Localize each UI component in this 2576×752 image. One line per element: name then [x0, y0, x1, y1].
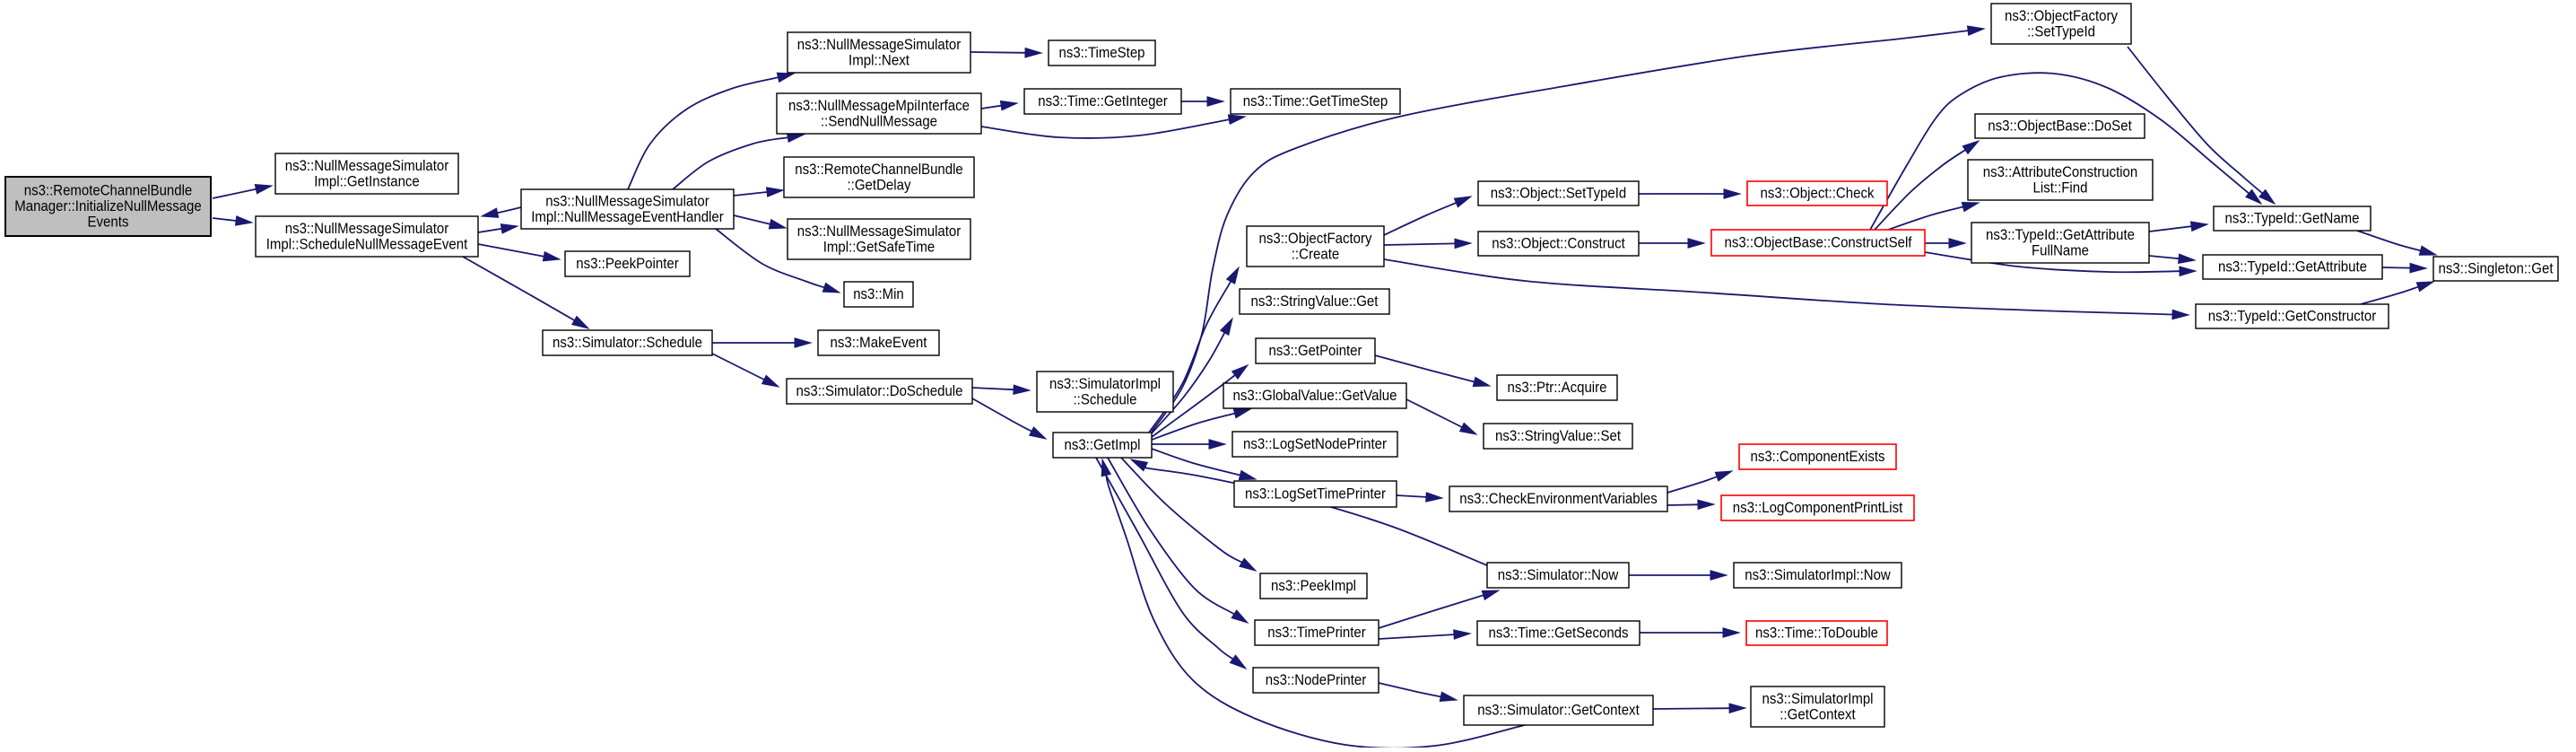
svg-text:Impl::Next: Impl::Next: [849, 52, 909, 68]
svg-text:ns3::RemoteChannelBundle: ns3::RemoteChannelBundle: [24, 183, 193, 199]
svg-text:ns3::TimeStep: ns3::TimeStep: [1059, 45, 1145, 61]
svg-text:ns3::NullMessageSimulator: ns3::NullMessageSimulator: [285, 158, 449, 174]
svg-text:ns3::Object::SetTypeId: ns3::Object::SetTypeId: [1491, 186, 1627, 202]
svg-text:Manager::InitializeNullMessage: Manager::InitializeNullMessage: [14, 198, 202, 214]
svg-text:ns3::Object::Check: ns3::Object::Check: [1761, 186, 1875, 202]
svg-text:ns3::AttributeConstruction: ns3::AttributeConstruction: [1983, 164, 2138, 180]
svg-text:ns3::StringValue::Get: ns3::StringValue::Get: [1251, 293, 1379, 310]
svg-text:List::Find: List::Find: [2033, 179, 2088, 196]
svg-text:ns3::ObjectBase::ConstructSelf: ns3::ObjectBase::ConstructSelf: [1725, 235, 1912, 251]
svg-text:ns3::LogComponentPrintList: ns3::LogComponentPrintList: [1733, 500, 1903, 516]
svg-text:ns3::Time::GetTimeStep: ns3::Time::GetTimeStep: [1243, 93, 1388, 109]
svg-text:ns3::GetPointer: ns3::GetPointer: [1269, 343, 1363, 359]
svg-text:ns3::CheckEnvironmentVariables: ns3::CheckEnvironmentVariables: [1459, 491, 1658, 507]
svg-text:ns3::NodePrinter: ns3::NodePrinter: [1266, 672, 1367, 688]
svg-text:::Schedule: ::Schedule: [1074, 391, 1137, 407]
svg-text:ns3::NullMessageSimulator: ns3::NullMessageSimulator: [545, 193, 709, 209]
svg-text:ns3::LogSetTimePrinter: ns3::LogSetTimePrinter: [1245, 486, 1387, 503]
svg-text:::GetDelay: ::GetDelay: [848, 177, 912, 193]
svg-text:ns3::Simulator::Now: ns3::Simulator::Now: [1498, 567, 1619, 583]
svg-text:::SetTypeId: ::SetTypeId: [2027, 23, 2095, 39]
svg-text:ns3::NullMessageSimulator: ns3::NullMessageSimulator: [797, 223, 962, 240]
svg-text:Impl::GetInstance: Impl::GetInstance: [314, 173, 420, 189]
svg-text:ns3::Simulator::GetContext: ns3::Simulator::GetContext: [1477, 703, 1640, 719]
svg-text:ns3::Ptr::Acquire: ns3::Ptr::Acquire: [1508, 380, 1607, 396]
svg-text:ns3::SimulatorImpl: ns3::SimulatorImpl: [1049, 376, 1161, 392]
svg-text:ns3::TypeId::GetName: ns3::TypeId::GetName: [2225, 211, 2360, 227]
svg-text:Impl::ScheduleNullMessageEvent: Impl::ScheduleNullMessageEvent: [266, 236, 468, 252]
svg-text:ns3::RemoteChannelBundle: ns3::RemoteChannelBundle: [795, 162, 963, 178]
svg-text:ns3::NullMessageSimulator: ns3::NullMessageSimulator: [285, 221, 449, 237]
svg-text:ns3::ObjectBase::DoSet: ns3::ObjectBase::DoSet: [1988, 118, 2132, 135]
svg-text:Impl::GetSafeTime: Impl::GetSafeTime: [823, 239, 936, 255]
svg-text:Events: Events: [88, 214, 129, 231]
svg-text:ns3::MakeEvent: ns3::MakeEvent: [831, 335, 927, 351]
svg-text:ns3::GetImpl: ns3::GetImpl: [1065, 437, 1141, 453]
svg-text:ns3::TimePrinter: ns3::TimePrinter: [1267, 625, 1366, 641]
svg-text:ns3::Simulator::Schedule: ns3::Simulator::Schedule: [553, 335, 702, 351]
svg-text:ns3::TypeId::GetAttribute: ns3::TypeId::GetAttribute: [2218, 259, 2367, 275]
svg-text:ns3::TypeId::GetConstructor: ns3::TypeId::GetConstructor: [2208, 309, 2377, 325]
svg-text:ns3::NullMessageSimulator: ns3::NullMessageSimulator: [797, 37, 962, 53]
svg-text:FullName: FullName: [2032, 242, 2089, 258]
svg-text:ns3::Min: ns3::Min: [853, 286, 904, 302]
svg-text:ns3::StringValue::Set: ns3::StringValue::Set: [1495, 428, 1621, 444]
svg-text:ns3::Time::ToDouble: ns3::Time::ToDouble: [1755, 625, 1878, 642]
svg-text:ns3::ObjectFactory: ns3::ObjectFactory: [1259, 231, 1373, 247]
svg-text:::Create: ::Create: [1292, 246, 1340, 262]
svg-text:::SendNullMessage: ::SendNullMessage: [821, 113, 937, 129]
svg-text:ns3::TypeId::GetAttribute: ns3::TypeId::GetAttribute: [1986, 227, 2135, 243]
svg-text:ns3::Time::GetInteger: ns3::Time::GetInteger: [1038, 93, 1168, 109]
svg-text:ns3::LogSetNodePrinter: ns3::LogSetNodePrinter: [1243, 436, 1388, 452]
svg-text:ns3::ObjectFactory: ns3::ObjectFactory: [2005, 8, 2119, 24]
svg-text:ns3::SimulatorImpl::Now: ns3::SimulatorImpl::Now: [1745, 567, 1891, 583]
svg-text:ns3::NullMessageMpiInterface: ns3::NullMessageMpiInterface: [788, 98, 970, 114]
svg-text:Impl::NullMessageEventHandler: Impl::NullMessageEventHandler: [531, 209, 724, 225]
svg-text:ns3::SimulatorImpl: ns3::SimulatorImpl: [1762, 691, 1874, 707]
svg-text:::GetContext: ::GetContext: [1780, 706, 1856, 722]
svg-text:ns3::GlobalValue::GetValue: ns3::GlobalValue::GetValue: [1233, 388, 1397, 404]
svg-text:ns3::Object::Construct: ns3::Object::Construct: [1492, 236, 1625, 252]
svg-text:ns3::Time::GetSeconds: ns3::Time::GetSeconds: [1489, 625, 1629, 642]
svg-text:ns3::PeekImpl: ns3::PeekImpl: [1271, 578, 1356, 594]
svg-text:ns3::PeekPointer: ns3::PeekPointer: [576, 256, 679, 272]
svg-text:ns3::Simulator::DoSchedule: ns3::Simulator::DoSchedule: [796, 383, 963, 399]
svg-text:ns3::ComponentExists: ns3::ComponentExists: [1751, 449, 1885, 465]
svg-text:ns3::Singleton::Get: ns3::Singleton::Get: [2439, 261, 2554, 277]
